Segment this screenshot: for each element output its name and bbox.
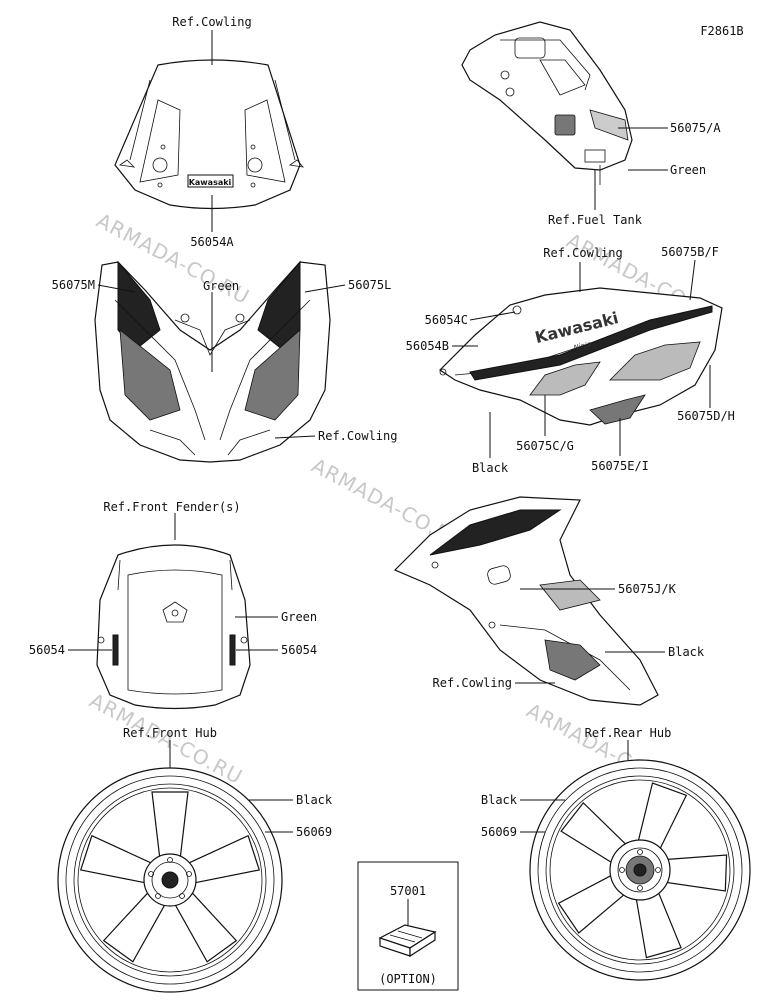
option-box: 57001 (OPTION) <box>357 861 459 991</box>
label-ref-cowling-lower: Ref.Cowling <box>433 676 512 690</box>
part-56054-left: 56054 <box>29 643 65 657</box>
label-ref-cowling-top: Ref.Cowling <box>172 15 251 29</box>
part-56075M: 56075M <box>52 278 95 292</box>
figure-code: F2861B <box>700 24 743 38</box>
label-option: (OPTION) <box>379 972 437 986</box>
label-green-cowl: Green <box>203 279 239 293</box>
part-56075BF: 56075B/F <box>661 245 719 259</box>
label-ref-front-fender: Ref.Front Fender(s) <box>103 500 240 514</box>
part-56075DH: 56075D/H <box>677 409 735 423</box>
windscreen-part: Kawasaki <box>114 59 305 210</box>
label-black-side: Black <box>472 461 509 475</box>
label-black-lower: Black <box>668 645 705 659</box>
label-ref-cowling-front: Ref.Cowling <box>318 429 397 443</box>
label-ref-fuel-tank: Ref.Fuel Tank <box>548 213 643 227</box>
part-56075JK: 56075J/K <box>618 582 677 596</box>
part-56075A: 56075/A <box>670 121 721 135</box>
side-cowl-part: Kawasaki Ninja <box>439 287 723 426</box>
part-57001: 57001 <box>390 884 426 898</box>
front-fender-part <box>96 544 251 710</box>
rear-wheel-part <box>529 759 751 981</box>
part-56054C: 56054C <box>425 313 468 327</box>
label-black-front-wheel: Black <box>296 793 333 807</box>
fuel-tank-part <box>461 21 633 185</box>
label-black-rear-wheel: Black <box>481 793 518 807</box>
label-green-tank: Green <box>670 163 706 177</box>
kawasaki-logo: Kawasaki <box>189 178 232 187</box>
part-56054-right: 56054 <box>281 643 317 657</box>
front-wheel-part <box>57 767 283 993</box>
label-ref-cowling-side: Ref.Cowling <box>543 246 622 260</box>
lower-side-cowl-part <box>393 496 659 706</box>
part-56069-rear: 56069 <box>481 825 517 839</box>
label-ref-rear-hub: Ref.Rear Hub <box>585 726 672 740</box>
part-56075EI: 56075E/I <box>591 459 649 473</box>
part-56069-front: 56069 <box>296 825 332 839</box>
option-tool-part <box>378 924 437 958</box>
part-56054B: 56054B <box>406 339 449 353</box>
label-green-fender: Green <box>281 610 317 624</box>
part-56075CG: 56075C/G <box>516 439 574 453</box>
part-56054A: 56054A <box>190 235 234 249</box>
part-56075L: 56075L <box>348 278 391 292</box>
label-ref-front-hub: Ref.Front Hub <box>123 726 217 740</box>
